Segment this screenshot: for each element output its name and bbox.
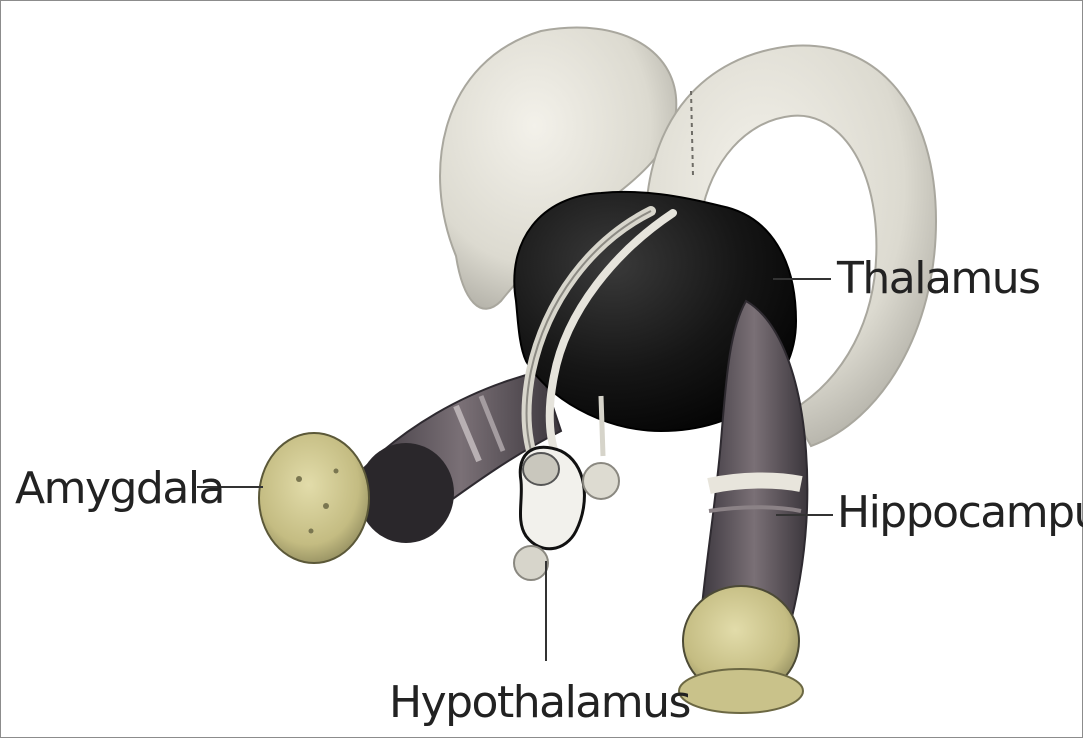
label-thalamus: Thalamus: [837, 257, 1040, 301]
label-hypothalamus: Hypothalamus: [389, 681, 690, 725]
label-hippocampus: Hippocampus: [837, 491, 1083, 535]
amygdala: [259, 433, 369, 563]
label-amygdala: Amygdala: [15, 467, 224, 511]
hypothalamus: [514, 447, 619, 580]
